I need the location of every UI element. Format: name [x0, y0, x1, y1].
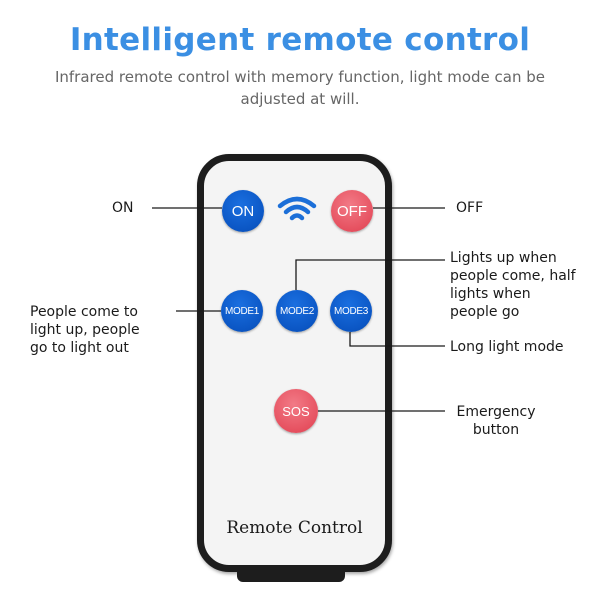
remote-brand-label: Remote Control	[226, 518, 363, 538]
mode1-button[interactable]: MODE1	[221, 290, 263, 332]
callout-mode2-label: Lights up when people come, half lights …	[450, 250, 576, 320]
callout-off-label: OFF	[456, 200, 484, 216]
callout-mode3-label: Long light mode	[450, 339, 564, 355]
off-button[interactable]: OFF	[331, 190, 373, 232]
callout-sos-label: Emergency button	[456, 404, 536, 438]
remote-battery-edge	[237, 572, 345, 582]
mode3-button[interactable]: MODE3	[330, 290, 372, 332]
callout-on-label: ON	[112, 200, 134, 216]
callout-mode1-label: People come to light up, people go to li…	[30, 304, 140, 356]
page-subtitle: Infrared remote control with memory func…	[54, 68, 546, 108]
page-title: Intelligent remote control	[69, 22, 531, 58]
sos-button[interactable]: SOS	[274, 389, 318, 433]
on-button[interactable]: ON	[222, 190, 264, 232]
wifi-signal-icon	[277, 196, 317, 221]
mode2-button[interactable]: MODE2	[276, 290, 318, 332]
